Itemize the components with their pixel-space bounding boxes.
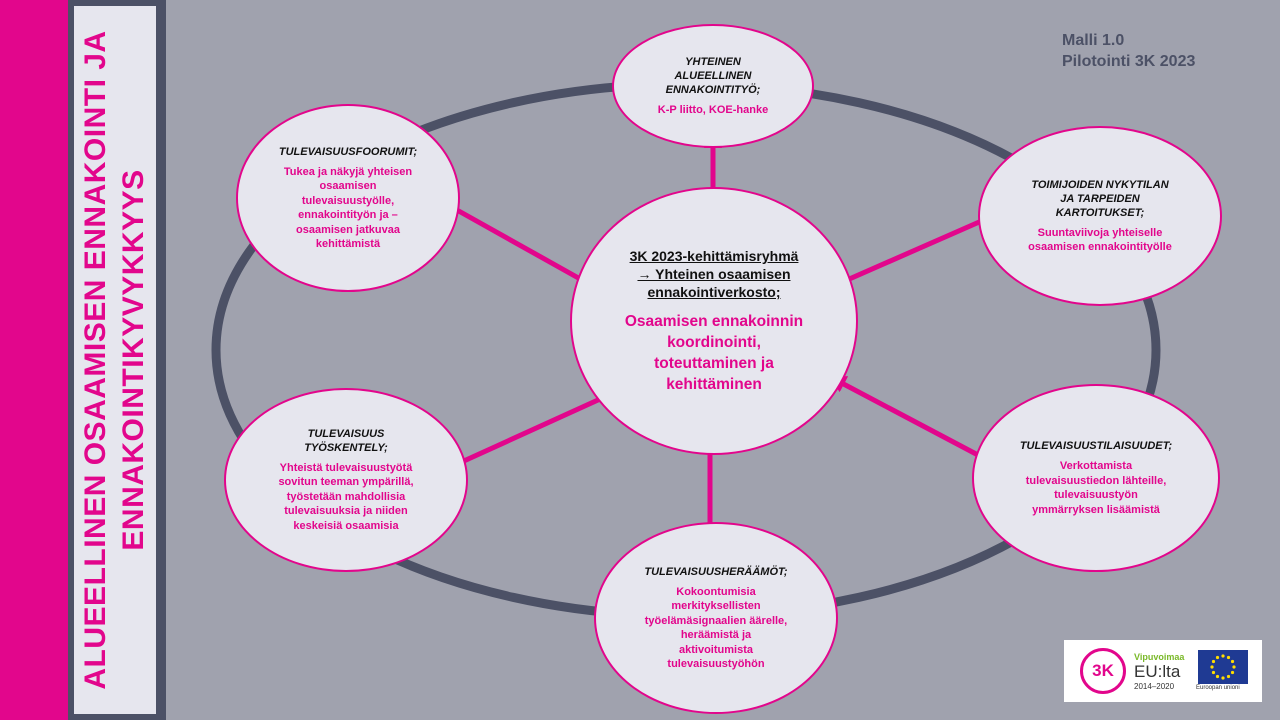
- node-bottom-text: Kokoontumisia merkityksellisten työelämä…: [644, 585, 788, 671]
- logo-3k: 3K: [1080, 648, 1126, 694]
- eu-star: [1210, 665, 1214, 669]
- eu-lta-label: EU:lta: [1134, 662, 1181, 681]
- eu-stars-icon: [1210, 654, 1236, 680]
- years-label: 2014–2020: [1134, 682, 1175, 691]
- vipuvoimaa-label: Vipuvoimaa: [1134, 652, 1185, 662]
- eu-star: [1226, 655, 1231, 660]
- eu-star: [1230, 659, 1235, 664]
- model-pilot: Pilotointi 3K 2023: [1062, 53, 1196, 70]
- node-top-heading: YHTEINEN ALUEELLINEN ENNAKOINTITYÖ;: [665, 55, 761, 96]
- center-text: Osaamisen ennakoinnin koordinointi, tote…: [624, 313, 804, 393]
- eu-star: [1226, 674, 1231, 679]
- node-bottom: TULEVAISUUSHERÄÄMÖT; Kokoontumisia merki…: [594, 522, 838, 714]
- node-bottom-left: TULEVAISUUS TYÖSKENTELY; Yhteistä tuleva…: [224, 388, 468, 572]
- eu-star: [1221, 654, 1225, 658]
- model-info: Malli 1.0 Pilotointi 3K 2023: [1062, 30, 1195, 72]
- eu-star: [1211, 670, 1216, 675]
- node-top-text: K-P liitto, KOE-hanke: [657, 103, 769, 116]
- node-bottom-left-heading: TULEVAISUUS TYÖSKENTELY;: [304, 427, 388, 454]
- center-heading: 3K 2023-kehittämisryhmä → Yhteinen osaam…: [629, 248, 799, 300]
- arrow-top-right: [813, 207, 1011, 296]
- node-top-left: TULEVAISUUSFOORUMIT; Tukea ja näkyjä yht…: [236, 104, 460, 292]
- node-bottom-right-heading: TULEVAISUUSTILAISUUDET;: [1019, 440, 1173, 452]
- node-top-right-heading: TOIMIJOIDEN NYKYTILAN JA TARPEIDEN KARTO…: [1031, 178, 1169, 219]
- node-bottom-right: TULEVAISUUSTILAISUUDET; Verkottamista tu…: [972, 384, 1220, 572]
- logo-strip: 3K Vipuvoimaa EU:lta 2014–2020 Euroopan …: [1064, 640, 1262, 702]
- eu-star: [1232, 665, 1236, 669]
- node-top: YHTEINEN ALUEELLINEN ENNAKOINTITYÖ; K-P …: [612, 24, 814, 148]
- node-bottom-right-text: Verkottamista tulevaisuustiedon lähteill…: [1025, 460, 1167, 516]
- side-title-box: [74, 6, 156, 714]
- node-bottom-heading: TULEVAISUUSHERÄÄMÖT;: [644, 565, 788, 578]
- node-top-left-text: Tukea ja näkyjä yhteisen osaamisen tulev…: [283, 165, 413, 251]
- arrow-bottom-left: [435, 385, 629, 475]
- node-top-right: TOIMIJOIDEN NYKYTILAN JA TARPEIDEN KARTO…: [978, 126, 1222, 306]
- eu-star: [1230, 670, 1235, 675]
- arrow-bottom-right: [828, 375, 1003, 469]
- eu-star: [1215, 674, 1220, 679]
- eu-star: [1215, 655, 1220, 660]
- node-top-left-heading: TULEVAISUUSFOORUMIT;: [278, 145, 418, 158]
- eu-star: [1221, 676, 1225, 680]
- accent-bar: [0, 0, 68, 720]
- eu-flag-icon: [1198, 650, 1248, 684]
- model-version: Malli 1.0: [1062, 32, 1125, 49]
- center-node: 3K 2023-kehittämisryhmä → Yhteinen osaam…: [570, 187, 858, 455]
- node-bottom-left-text: Yhteistä tulevaisuustyötä sovitun teeman…: [278, 461, 414, 532]
- eu-star: [1211, 659, 1216, 664]
- eu-label: Euroopan unioni: [1196, 685, 1240, 691]
- node-top-right-text: Suuntaviivoja yhteiselle osaamisen ennak…: [1028, 226, 1172, 254]
